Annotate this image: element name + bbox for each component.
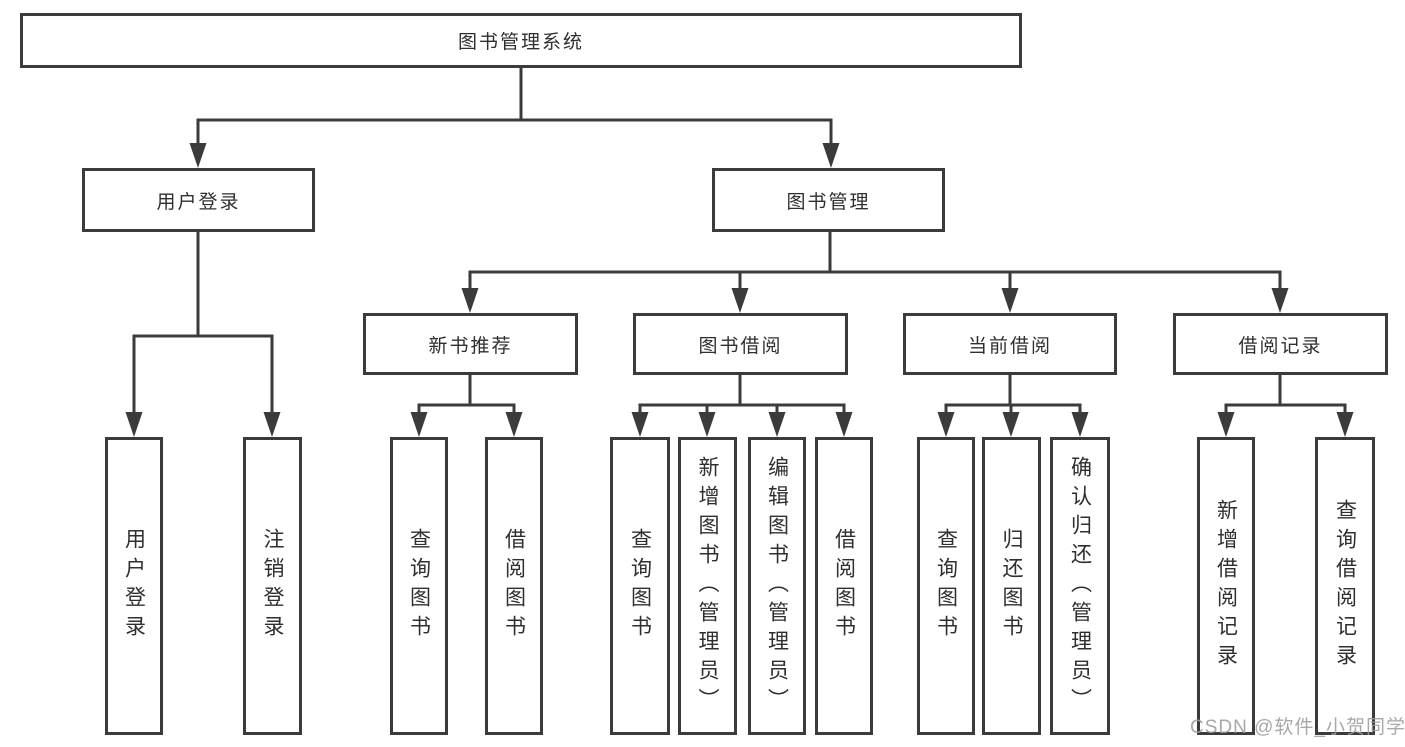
arrowhead bbox=[1271, 288, 1289, 313]
node-book-management: 图书管理 bbox=[712, 168, 945, 232]
arrowhead bbox=[125, 412, 143, 437]
leaf-edit-books-admin: 编辑图书（管理员） bbox=[748, 437, 806, 735]
leaf-borrow-books-1: 借阅图书 bbox=[485, 437, 543, 735]
leaf-return-books-label: 归还图书 bbox=[1000, 528, 1023, 644]
node-borrow-records-label: 借阅记录 bbox=[1238, 335, 1323, 357]
connector-records-to-leaves bbox=[1224, 375, 1347, 424]
node-new-book-recommend: 新书推荐 bbox=[363, 313, 578, 375]
leaf-query-borrow-record-label: 查询借阅记录 bbox=[1333, 499, 1357, 673]
node-root: 图书管理系统 bbox=[20, 13, 1022, 68]
connector-newbooks-to-leaves bbox=[417, 375, 516, 424]
arrowhead bbox=[263, 412, 281, 437]
leaf-add-borrow-record: 新增借阅记录 bbox=[1197, 437, 1255, 735]
node-book-borrow: 图书借阅 bbox=[633, 313, 848, 375]
node-borrow-records: 借阅记录 bbox=[1173, 313, 1388, 375]
arrowhead bbox=[937, 412, 955, 437]
csdn-watermark: CSDN @软件_小贺同学 bbox=[1190, 717, 1405, 738]
leaf-borrow-books-1-label: 借阅图书 bbox=[502, 528, 526, 644]
leaf-add-books-admin-label: 新增图书（管理员） bbox=[696, 455, 719, 717]
leaf-query-books-3-label: 查询图书 bbox=[934, 528, 958, 644]
node-current-borrow: 当前借阅 bbox=[903, 313, 1117, 375]
arrowhead bbox=[1336, 412, 1354, 437]
leaf-user-login: 用户登录 bbox=[105, 437, 163, 735]
leaf-add-borrow-record-label: 新增借阅记录 bbox=[1214, 499, 1238, 673]
connector-root-to-level2 bbox=[196, 68, 833, 155]
arrowhead bbox=[835, 412, 853, 437]
arrowhead bbox=[189, 143, 207, 168]
node-book-management-label: 图书管理 bbox=[786, 191, 871, 213]
leaf-return-books: 归还图书 bbox=[982, 437, 1041, 735]
leaf-confirm-return-admin: 确认归还（管理员） bbox=[1050, 437, 1110, 735]
leaf-edit-books-admin-label: 编辑图书（管理员） bbox=[765, 455, 789, 717]
leaf-user-login-label: 用户登录 bbox=[122, 528, 146, 644]
connector-borrow-to-leaves bbox=[638, 375, 846, 424]
leaf-query-books-2-label: 查询图书 bbox=[628, 528, 652, 644]
arrowhead bbox=[1217, 412, 1235, 437]
leaf-query-borrow-record: 查询借阅记录 bbox=[1315, 437, 1375, 735]
node-root-label: 图书管理系统 bbox=[457, 32, 584, 53]
arrowhead bbox=[1002, 412, 1020, 437]
leaf-borrow-books-2: 借阅图书 bbox=[815, 437, 873, 735]
node-new-book-recommend-label: 新书推荐 bbox=[428, 335, 513, 357]
arrowhead bbox=[461, 288, 479, 313]
connector-login-to-leaves bbox=[132, 232, 274, 424]
arrowhead bbox=[1071, 412, 1089, 437]
leaf-add-books-admin: 新增图书（管理员） bbox=[678, 437, 737, 735]
arrowhead bbox=[822, 143, 840, 168]
node-user-login: 用户登录 bbox=[82, 168, 315, 232]
node-current-borrow-label: 当前借阅 bbox=[967, 335, 1052, 357]
leaf-logout-label: 注销登录 bbox=[261, 528, 284, 644]
leaf-confirm-return-admin-label: 确认归还（管理员） bbox=[1068, 455, 1092, 717]
arrowhead bbox=[505, 412, 523, 437]
leaf-query-books-1-label: 查询图书 bbox=[407, 528, 431, 644]
leaf-query-books-2: 查询图书 bbox=[610, 437, 670, 735]
leaf-logout: 注销登录 bbox=[243, 437, 302, 735]
connector-mgmt-to-level3 bbox=[468, 232, 1282, 300]
arrowhead bbox=[410, 412, 428, 437]
node-user-login-label: 用户登录 bbox=[156, 191, 241, 213]
arrowhead bbox=[768, 412, 786, 437]
leaf-borrow-books-2-label: 借阅图书 bbox=[832, 528, 856, 644]
leaf-query-books-3: 查询图书 bbox=[917, 437, 975, 735]
node-book-borrow-label: 图书借阅 bbox=[698, 335, 783, 357]
arrowhead bbox=[731, 288, 749, 313]
arrowhead bbox=[631, 412, 649, 437]
arrowheads bbox=[125, 143, 1354, 437]
arrowhead bbox=[698, 412, 716, 437]
leaf-query-books-1: 查询图书 bbox=[390, 437, 448, 735]
arrowhead bbox=[1001, 288, 1019, 313]
